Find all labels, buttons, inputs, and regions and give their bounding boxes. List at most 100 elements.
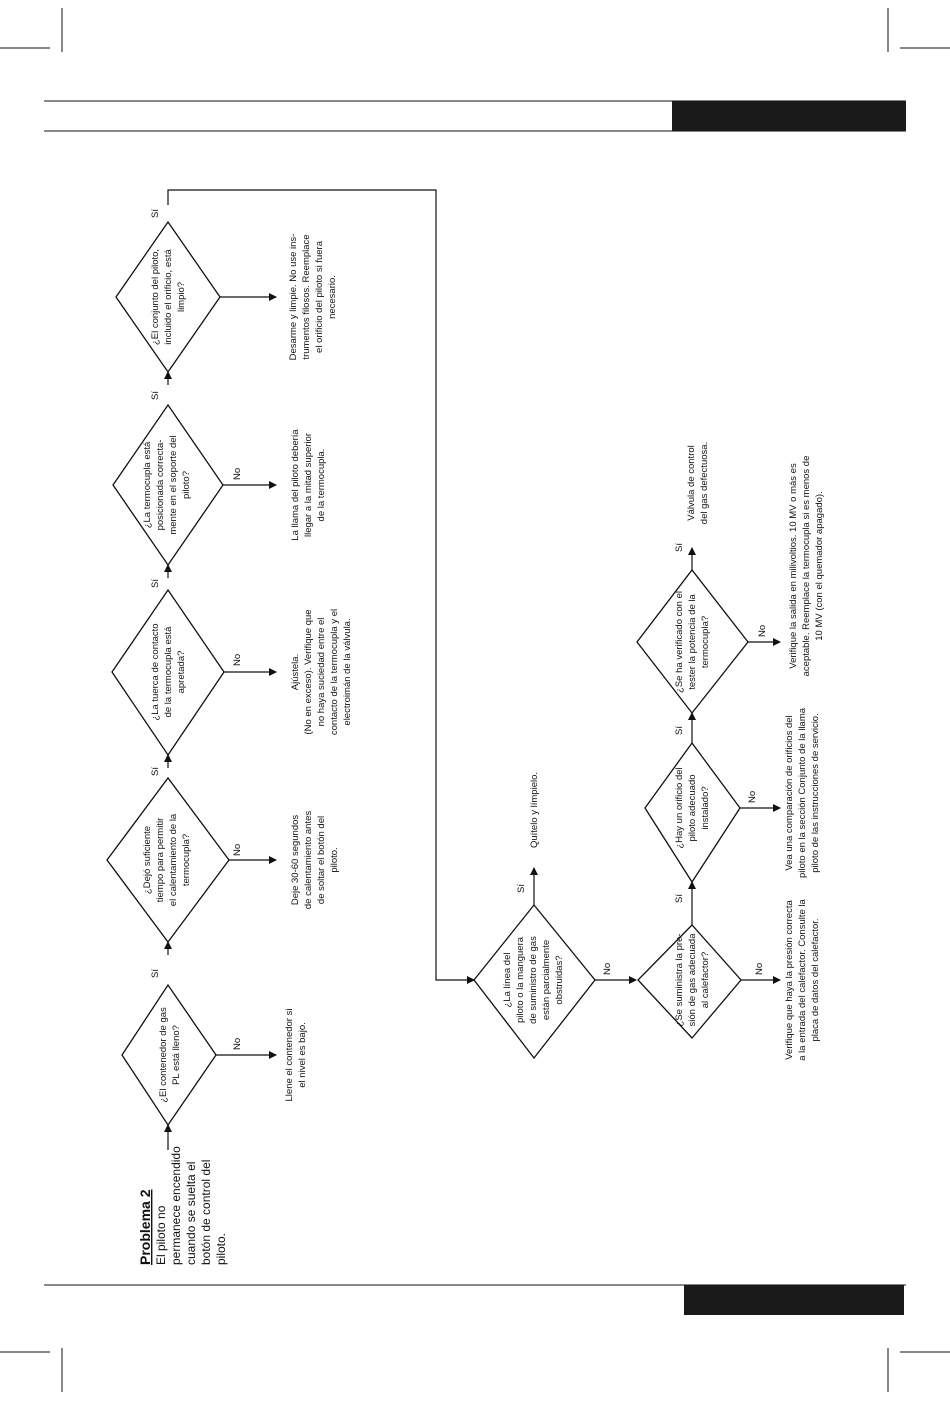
- svg-text:apretada?: apretada?: [176, 651, 187, 694]
- connectors: [164, 189, 781, 1150]
- d9-text: ¿Se ha verificado con el tester la poten…: [674, 591, 711, 693]
- svg-text:de la termocupla está: de la termocupla está: [163, 626, 174, 718]
- svg-text:el nivel es bajo.: el nivel es bajo.: [297, 1022, 308, 1087]
- svg-text:¿Dejó suficiente: ¿Dejó suficiente: [142, 826, 153, 894]
- decision-gas-container: [121, 983, 217, 1127]
- svg-text:electroimán de la válvula.: electroimán de la válvula.: [342, 618, 353, 725]
- svg-text:PL está lleno?: PL está lleno?: [171, 1025, 182, 1085]
- svg-text:instalado?: instalado?: [700, 786, 711, 829]
- decision-contact-nut: [111, 588, 225, 757]
- svg-text:Llene el contenedor si: Llene el contenedor si: [284, 1009, 295, 1102]
- svg-text:incluido el orificio, está: incluido el orificio, está: [163, 248, 174, 344]
- svg-text:aceptable. Reemplace la termoc: aceptable. Reemplace la termocupla si es…: [801, 456, 812, 677]
- no-label: No: [747, 791, 758, 803]
- yes-label: Sí: [150, 391, 161, 400]
- yes-label: Sí: [150, 579, 161, 588]
- action-tighten: Ajústela. (No en exceso). Verifique que …: [290, 609, 353, 735]
- d2-text: ¿Dejó suficiente tiempo para permitir el…: [142, 813, 192, 906]
- d1-text: ¿El contenedor de gas PL está lleno?: [158, 1007, 182, 1103]
- svg-text:del gas defectuosa.: del gas defectuosa.: [699, 442, 710, 524]
- svg-text:de calentamiento antes: de calentamiento antes: [303, 811, 314, 909]
- d6-text: ¿La línea del piloto o la manguera de su…: [502, 936, 565, 1024]
- svg-text:termocupla?: termocupla?: [700, 616, 711, 668]
- decision-tester: [636, 568, 749, 715]
- yes-label: Sí: [150, 209, 161, 218]
- no-label: No: [754, 963, 765, 975]
- svg-text:10 MV (con el quemador apagado: 10 MV (con el quemador apagado).: [814, 491, 825, 640]
- svg-text:limpio?: limpio?: [176, 282, 187, 312]
- yes-no-labels: Sí Sí Sí Sí Sí No No No No Sí No Sí No S…: [150, 209, 768, 1050]
- svg-text:al calefactor?: al calefactor?: [700, 952, 711, 1009]
- d5-text: ¿El conjunto del piloto, incluido el ori…: [150, 248, 187, 345]
- svg-text:¿El conjunto del piloto,: ¿El conjunto del piloto,: [150, 249, 161, 345]
- svg-text:llegar a la mitad superior: llegar a la mitad superior: [303, 433, 314, 537]
- svg-text:¿Se suministra la pre-: ¿Se suministra la pre-: [674, 934, 685, 1027]
- svg-text:el orificio del piloto si fuer: el orificio del piloto si fuera: [314, 240, 325, 353]
- svg-text:termocupla?: termocupla?: [181, 834, 192, 886]
- svg-text:piloto en la sección Conjunto: piloto en la sección Conjunto de la llam…: [797, 707, 808, 878]
- header-bar: [44, 100, 906, 132]
- svg-text:Deje 30-60 segundos: Deje 30-60 segundos: [290, 815, 301, 906]
- d4-text: ¿La termocupla está posicionada correcta…: [142, 435, 192, 534]
- no-label: No: [757, 625, 768, 637]
- decision-gas-pressure: [637, 924, 742, 1039]
- svg-text:piloto adecuado: piloto adecuado: [687, 774, 698, 841]
- crop-marks: [0, 8, 950, 1392]
- svg-text:a la entrada del calefactor. C: a la entrada del calefactor. Consulte la: [797, 898, 808, 1060]
- svg-text:¿El contenedor de gas: ¿El contenedor de gas: [158, 1007, 169, 1103]
- problem-line: permanece encendido: [169, 1146, 183, 1265]
- action-warmup: Deje 30-60 segundos de calentamiento ant…: [290, 811, 340, 909]
- svg-text:piloto de las instrucciones de: piloto de las instrucciones de servicio.: [810, 713, 821, 872]
- svg-text:La llama del piloto debería: La llama del piloto debería: [290, 429, 301, 541]
- svg-text:no haya suciedad entre el: no haya suciedad entre el: [316, 618, 327, 727]
- svg-text:tester la potencia de la: tester la potencia de la: [687, 593, 698, 689]
- problem-block: Problema 2 El piloto no permanece encend…: [137, 1146, 228, 1265]
- decision-warmup-time: [106, 776, 230, 944]
- svg-text:tiempo para permitir: tiempo para permitir: [155, 818, 166, 902]
- action-check-pressure: Verifique que haya la presión correcta a…: [784, 898, 821, 1060]
- decision-thermocouple-position: [112, 403, 224, 567]
- svg-text:Verifique la salida en milivol: Verifique la salida en milivoltios. 10 M…: [788, 463, 799, 669]
- svg-text:¿Hay un orificio del: ¿Hay un orificio del: [674, 767, 685, 848]
- svg-text:(No en exceso). Verifique que: (No en exceso). Verifique que: [303, 609, 314, 734]
- svg-text:obstruidas?: obstruidas?: [554, 955, 565, 1004]
- problem-line: botón de control del: [199, 1160, 213, 1265]
- problem-line: El piloto no: [154, 1205, 168, 1265]
- svg-text:contacto de la termocupla y el: contacto de la termocupla y el: [329, 609, 340, 735]
- no-label: No: [232, 654, 243, 666]
- svg-text:placa de datos del calefactor.: placa de datos del calefactor.: [810, 918, 821, 1041]
- svg-text:¿La tuerca de contacto: ¿La tuerca de contacto: [150, 623, 161, 720]
- yes-label: Sí: [674, 894, 685, 903]
- d7-text: ¿Se suministra la pre- sión de gas adecu…: [674, 933, 711, 1027]
- svg-text:piloto?: piloto?: [181, 471, 192, 499]
- action-valve-defective: Válvula de control del gas defectuosa.: [686, 442, 710, 524]
- svg-text:¿La termocupla está: ¿La termocupla está: [142, 441, 153, 528]
- svg-text:sión de gas adecuada: sión de gas adecuada: [687, 933, 698, 1027]
- decision-pilot-clean: [115, 220, 221, 374]
- svg-text:piloto.: piloto.: [329, 847, 340, 872]
- action-orifice-compare: Vea una comparación de orificios del pil…: [784, 707, 821, 878]
- svg-text:de suministro de gas: de suministro de gas: [528, 936, 539, 1024]
- no-label: No: [232, 1038, 243, 1050]
- svg-text:el calentamiento de la: el calentamiento de la: [168, 813, 179, 906]
- action-fill-container: Llene el contenedor si el nivel es bajo.: [284, 1009, 308, 1102]
- action-flame: La llama del piloto debería llegar a la …: [290, 429, 327, 541]
- yes-label: Sí: [674, 726, 685, 735]
- svg-text:necesario.: necesario.: [327, 275, 338, 319]
- yes-label: Sí: [516, 884, 527, 893]
- decision-line-obstructed: [473, 903, 596, 1060]
- svg-text:de la termocupla.: de la termocupla.: [316, 449, 327, 522]
- svg-text:están parcialmente: están parcialmente: [541, 940, 552, 1020]
- problem-title: Problema 2: [137, 1189, 153, 1265]
- action-millivolts: Verifique la salida en milivoltios. 10 M…: [788, 456, 825, 677]
- svg-text:trumentos filosos. Reemplace: trumentos filosos. Reemplace: [301, 234, 312, 359]
- svg-text:posicionada correcta-: posicionada correcta-: [155, 440, 166, 531]
- problem-line: piloto.: [214, 1233, 228, 1265]
- yes-label: Sí: [150, 767, 161, 776]
- svg-text:de soltar el botón del: de soltar el botón del: [316, 816, 327, 904]
- no-label: No: [232, 844, 243, 856]
- yes-label: Sí: [674, 543, 685, 552]
- svg-text:piloto o la manguera: piloto o la manguera: [515, 936, 526, 1023]
- decision-orifice: [644, 741, 741, 884]
